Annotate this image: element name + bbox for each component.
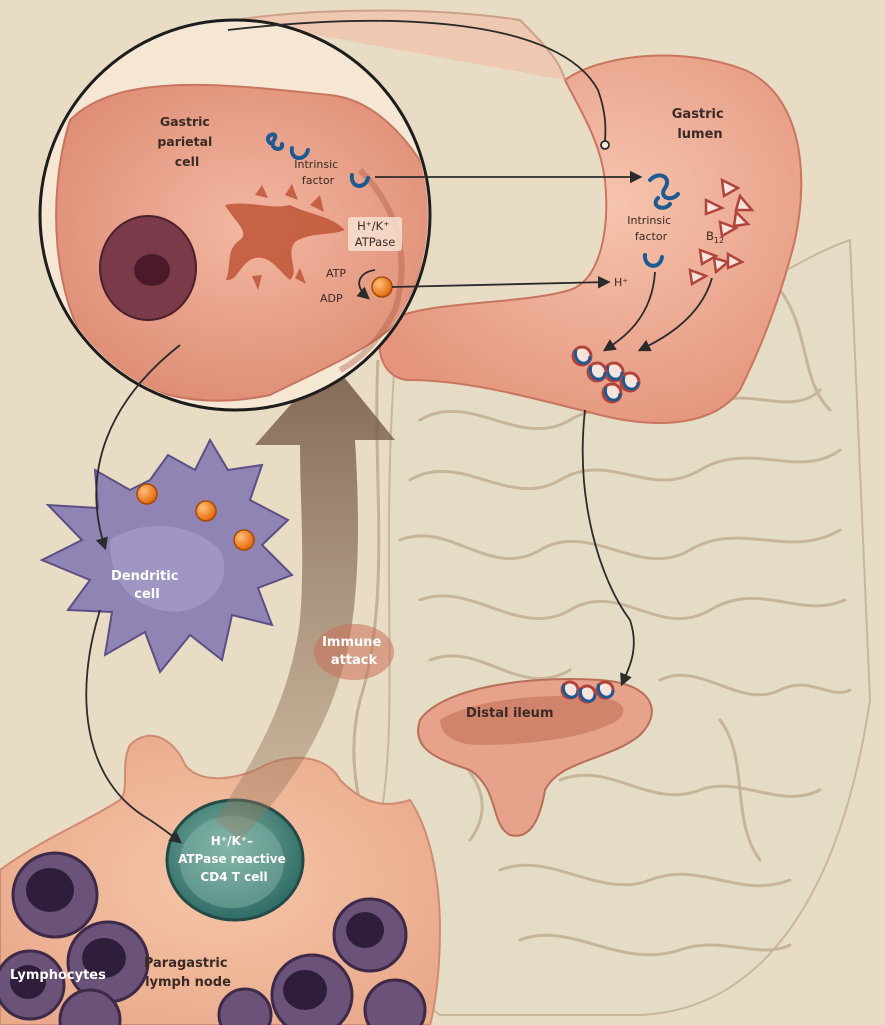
lymphocyte-cell — [272, 955, 352, 1025]
label-adp: ADP — [320, 292, 343, 305]
lymphocyte-cell — [13, 853, 97, 937]
hk-atpase-pump — [372, 277, 392, 297]
antigen-dot — [137, 484, 157, 504]
label-lymphocytes: Lymphocytes — [10, 968, 106, 983]
lymphocyte-cell — [334, 899, 406, 971]
label-atp: ATP — [326, 267, 346, 280]
dendritic-cell — [42, 440, 292, 672]
label-distal-ileum: Distal ileum — [466, 706, 553, 721]
label-h-plus: H⁺ — [614, 276, 628, 289]
lymphocyte-cell — [365, 980, 425, 1025]
antigen-dot — [196, 501, 216, 521]
lymphocyte-cell — [219, 989, 271, 1025]
lymphocyte-cell — [68, 922, 148, 1002]
lymphocyte-cell — [0, 951, 64, 1019]
if-b12-complexes-ileum — [562, 682, 613, 702]
antigen-dot — [234, 530, 254, 550]
